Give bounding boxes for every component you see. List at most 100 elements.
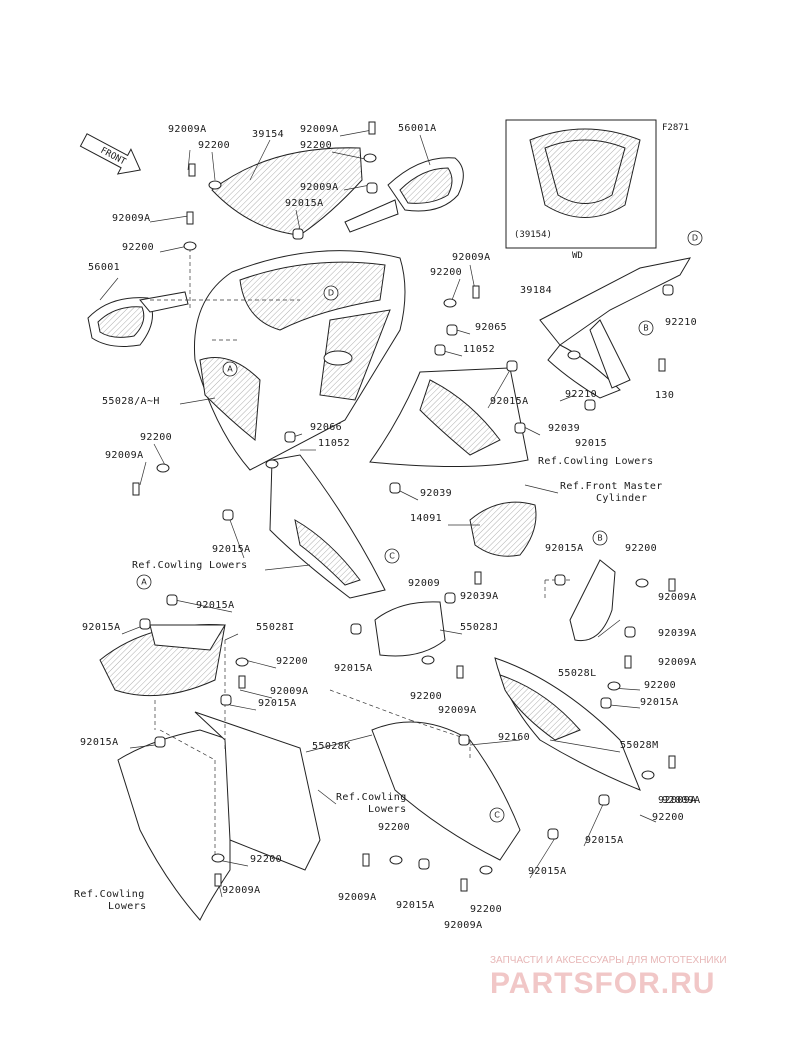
- part-label: 92009A: [658, 592, 697, 603]
- part-label: Ref.Cowling Lowers: [538, 456, 654, 467]
- part-label: 92015A: [285, 198, 324, 209]
- leader-line: [451, 278, 461, 301]
- part-label: 14091: [410, 513, 442, 524]
- bracket-stay: [539, 257, 691, 399]
- leader-line: [419, 134, 431, 166]
- windshield: [211, 147, 363, 236]
- grommet: [554, 574, 566, 586]
- leader-line: [174, 599, 233, 613]
- svg-text:A: A: [141, 578, 147, 587]
- part-label: 11052: [463, 344, 495, 355]
- bolt: [668, 755, 676, 769]
- part-label: 92009A: [222, 885, 261, 896]
- part-label: Ref.Cowling: [336, 792, 407, 803]
- part-label: 92015A: [585, 835, 624, 846]
- part-label: 55028M: [620, 740, 659, 751]
- inset-part-label: (39154): [514, 230, 552, 240]
- part-label: 92015A: [528, 866, 567, 877]
- leader-line: [244, 659, 277, 669]
- bolt: [362, 853, 370, 867]
- leader-line: [295, 209, 301, 231]
- leader-line: [339, 129, 373, 137]
- svg-text:B: B: [643, 324, 649, 333]
- watermark-logo: PARTSFOR.RU: [490, 967, 715, 1000]
- grommet: [506, 360, 518, 372]
- washer: [389, 855, 403, 865]
- part-label: 56001A: [398, 123, 437, 134]
- bolt: [668, 578, 676, 592]
- grommet: [514, 422, 526, 434]
- grommet: [220, 694, 232, 706]
- part-label: 92200: [276, 656, 308, 667]
- part-label: 92039: [548, 423, 580, 434]
- part-label: 39184: [520, 285, 552, 296]
- bolt: [188, 163, 196, 177]
- master-cylinder-cover: [469, 501, 537, 557]
- part-label: 92015A: [82, 622, 121, 633]
- leader-line: [317, 789, 337, 805]
- part-label: 92009A: [270, 686, 309, 697]
- part-label: 92015A: [396, 900, 435, 911]
- leader-line: [549, 739, 621, 753]
- bolt: [214, 873, 222, 887]
- leader-line: [211, 151, 216, 181]
- part-label: 92015A: [212, 544, 251, 555]
- grommet: [600, 697, 612, 709]
- part-label: 92200: [250, 854, 282, 865]
- part-label: 92009A: [452, 252, 491, 263]
- leader-line: [99, 277, 119, 301]
- washer: [607, 681, 621, 691]
- svg-text:D: D: [328, 289, 334, 298]
- part-label: 92015A: [334, 663, 373, 674]
- upper-cowling: [193, 250, 406, 471]
- lower-left-panel: [99, 623, 226, 697]
- part-label: Ref.Cowling Lowers: [132, 560, 248, 571]
- panel-55028l: [569, 559, 616, 642]
- grommet: [154, 736, 166, 748]
- part-label: Cylinder: [596, 493, 647, 504]
- callout-b: B: [592, 530, 608, 546]
- front-arrow-icon: FRONT: [79, 133, 141, 175]
- bolt: [368, 121, 376, 135]
- part-label: 92009A: [662, 795, 701, 806]
- part-label: Ref.Front Master: [560, 481, 663, 492]
- figure-code: F2871: [662, 123, 689, 133]
- washer: [567, 350, 581, 360]
- callout-c: C: [489, 807, 505, 823]
- grommet: [366, 182, 378, 194]
- left-mirror: [87, 291, 189, 347]
- callout-d: D: [323, 285, 339, 301]
- part-label: 92200: [644, 680, 676, 691]
- bolt: [474, 571, 482, 585]
- leader-line: [597, 619, 621, 638]
- lower-left-cowling: [117, 711, 321, 921]
- part-label: 130: [655, 390, 674, 401]
- washer: [443, 298, 457, 308]
- leader-line: [524, 484, 559, 494]
- bolt: [132, 482, 140, 496]
- svg-text:B: B: [597, 534, 603, 543]
- part-label: 92039A: [460, 591, 499, 602]
- part-label: 55028/A~H: [102, 396, 160, 407]
- washer: [363, 153, 377, 163]
- leader-line: [224, 633, 239, 641]
- part-label: 92009A: [112, 213, 151, 224]
- panel-55028j: [374, 601, 446, 657]
- grommet: [222, 509, 234, 521]
- part-label: 92015A: [196, 600, 235, 611]
- leader-line: [159, 245, 189, 253]
- part-label: 92200: [140, 432, 172, 443]
- washer: [479, 865, 493, 875]
- grommet: [624, 626, 636, 638]
- grommet: [547, 828, 559, 840]
- svg-text:C: C: [494, 811, 500, 820]
- leader-line: [343, 184, 371, 191]
- part-label: 92200: [378, 822, 410, 833]
- part-label: Lowers: [368, 804, 407, 815]
- washer: [211, 853, 225, 863]
- part-label: 92015A: [545, 543, 584, 554]
- part-label: 92009A: [168, 124, 207, 135]
- grommet: [444, 592, 456, 604]
- washer: [641, 770, 655, 780]
